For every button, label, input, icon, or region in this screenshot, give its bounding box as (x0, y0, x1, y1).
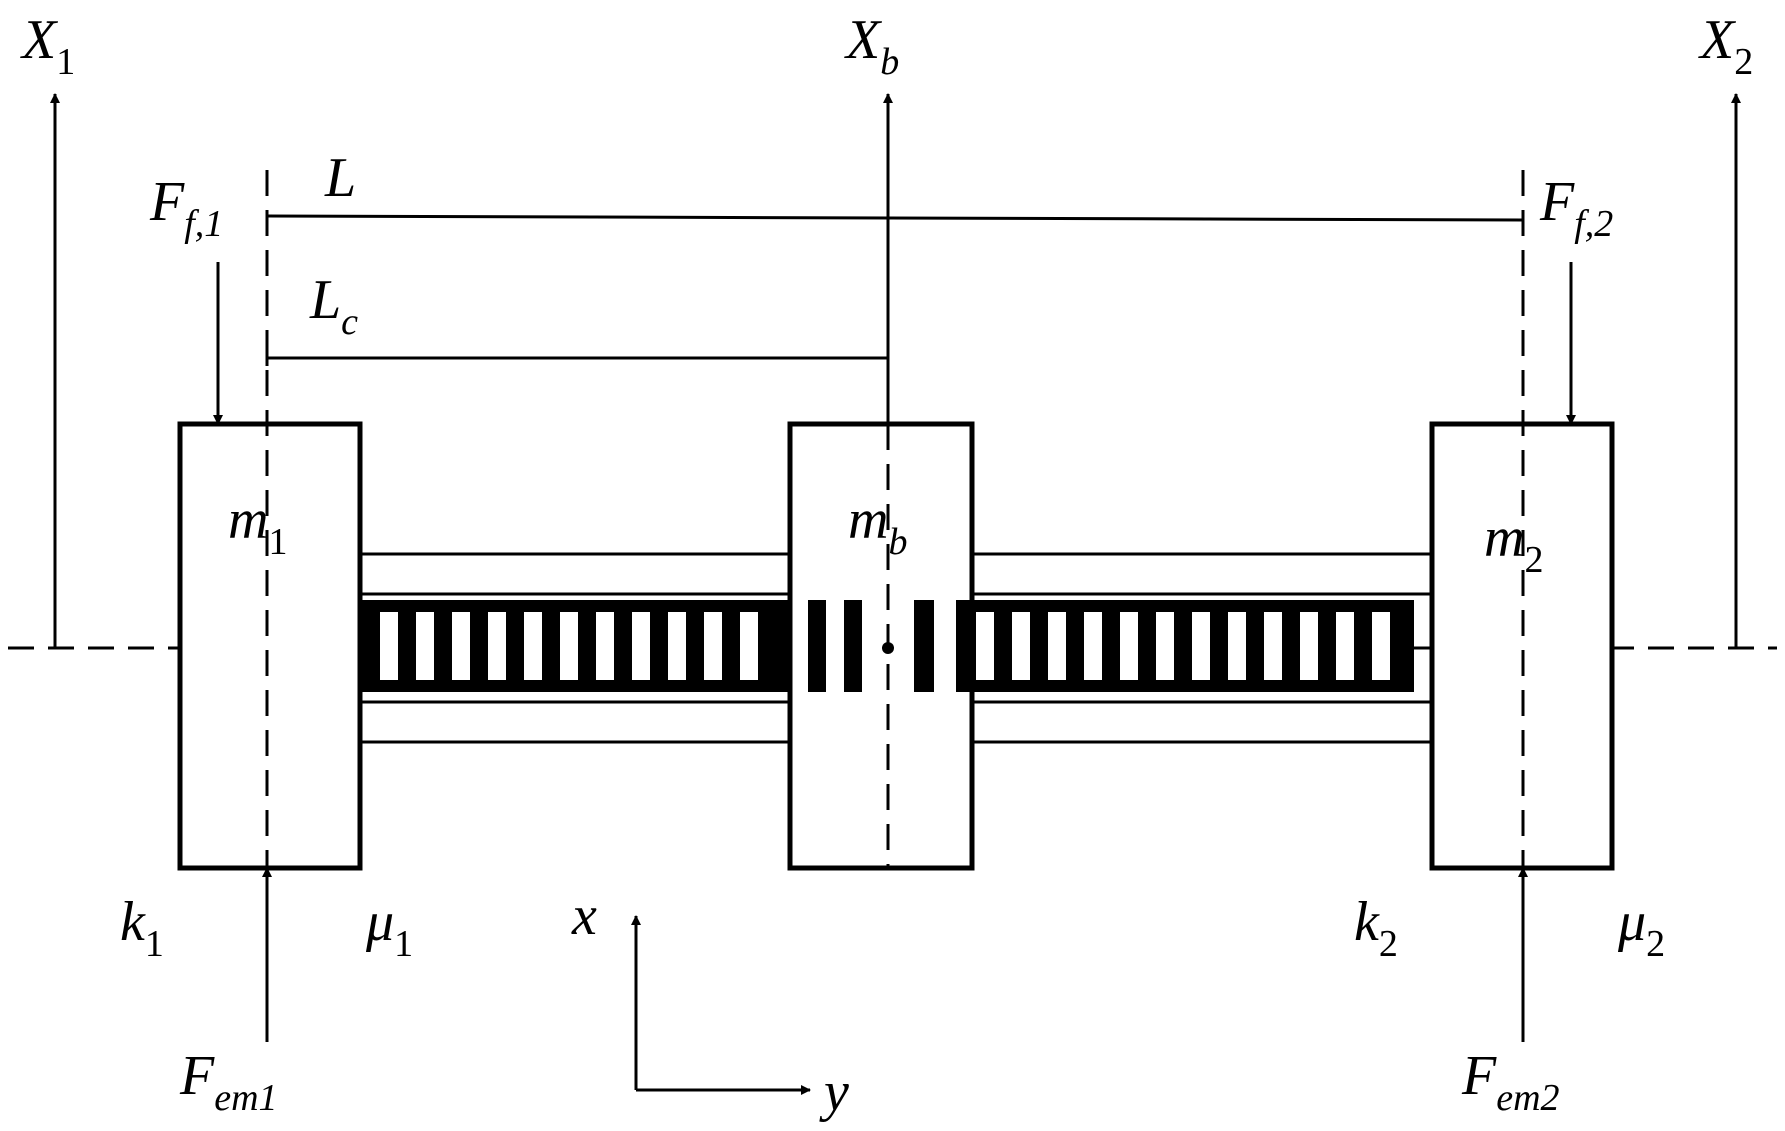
magnet-array-left (362, 600, 788, 692)
upper-rail-right (970, 552, 1434, 596)
label-mb: mb (848, 489, 907, 563)
label-Ff2: Ff,2 (1539, 171, 1613, 245)
magnet-right-gap (1336, 612, 1354, 680)
magnet-right-gap (1012, 612, 1030, 680)
label-Fem2: Fem2 (1461, 1045, 1560, 1119)
magnet-left-gap (560, 612, 578, 680)
label-Xb: Xb (844, 9, 899, 83)
magnet-right-gap (976, 612, 994, 680)
magnet-left-gap (452, 612, 470, 680)
label-mu1: μ1 (365, 891, 413, 965)
magnet-left-gap (488, 612, 506, 680)
center-magnet-3 (914, 600, 934, 692)
label-x-axis: x (571, 885, 597, 947)
magnet-left-gap (740, 612, 758, 680)
magnet-left-gap (416, 612, 434, 680)
label-m1: m1 (228, 489, 287, 563)
upper-rail-left (358, 552, 792, 596)
magnet-left-gap (596, 612, 614, 680)
label-Fem1: Fem1 (179, 1045, 278, 1119)
lower-rail-left (358, 700, 792, 744)
magnet-array-right (958, 600, 1414, 692)
label-k2: k2 (1354, 891, 1398, 965)
magnet-left-gap (668, 612, 686, 680)
magnet-right-gap (1048, 612, 1066, 680)
label-Ff1: Ff,1 (149, 171, 223, 245)
L-dimension (266, 214, 1524, 222)
magnet-right-gap (1084, 612, 1102, 680)
magnet-left-gap (380, 612, 398, 680)
magnet-right-gap (1192, 612, 1210, 680)
label-X2: X2 (1698, 9, 1753, 83)
magnet-left-gap (524, 612, 542, 680)
label-Lc: Lc (309, 269, 358, 343)
label-y-axis: y (819, 1061, 849, 1123)
center-magnet-1 (808, 600, 826, 692)
magnet-right-gap (1120, 612, 1138, 680)
center-magnet-2 (844, 600, 862, 692)
label-m2: m2 (1484, 507, 1543, 581)
label-X1: X1 (20, 9, 75, 83)
center-magnet-4 (956, 600, 974, 692)
magnet-right-gap (1300, 612, 1318, 680)
magnet-left-gap (632, 612, 650, 680)
label-mu2: μ2 (1617, 891, 1665, 965)
magnet-right-gap (1228, 612, 1246, 680)
magnet-right-gap (1264, 612, 1282, 680)
mass-block-1 (177, 421, 363, 871)
magnet-left-gap (704, 612, 722, 680)
magnet-right-gap (1372, 612, 1390, 680)
lower-rail-right (970, 700, 1434, 744)
magnet-right-gap (1156, 612, 1174, 680)
label-L: L (324, 147, 356, 209)
label-k1: k1 (120, 891, 164, 965)
